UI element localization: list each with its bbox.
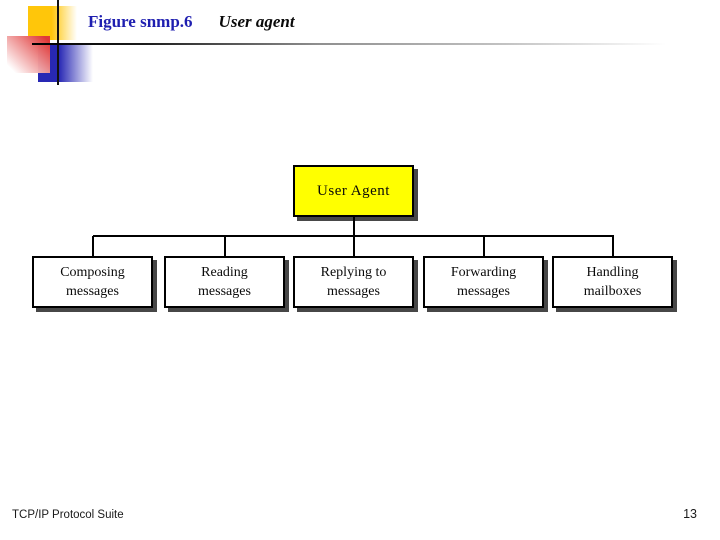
diagram-box-forwarding-messages: Forwarding messages [423,256,544,308]
connector-drop-composing [92,236,94,256]
diagram-box-reading-messages: Reading messages [164,256,285,308]
connector-drop-reading [224,236,226,256]
connector-drop-forwarding [483,236,485,256]
decoration-vertical-line [57,0,59,85]
decoration-yellow-square [28,6,77,40]
diagram-box-handling-mailboxes: Handling mailboxes [552,256,673,308]
connector-root-stem [353,217,355,236]
figure-label: Figure snmp.6 [88,12,193,31]
connector-drop-handling [612,236,614,256]
figure-caption: User agent [218,12,295,31]
decoration-red-square [7,36,50,73]
diagram-box-composing-messages: Composing messages [32,256,153,308]
footer-book-title: TCP/IP Protocol Suite [12,509,124,521]
diagram-box-replying-to-messages: Replying to messages [293,256,414,308]
diagram-root-box: User Agent [293,165,414,217]
decoration-horizontal-rule [32,43,666,45]
connector-drop-replying [353,236,355,256]
slide-title: Figure snmp.6 User agent [88,12,295,32]
page-number: 13 [683,507,697,521]
